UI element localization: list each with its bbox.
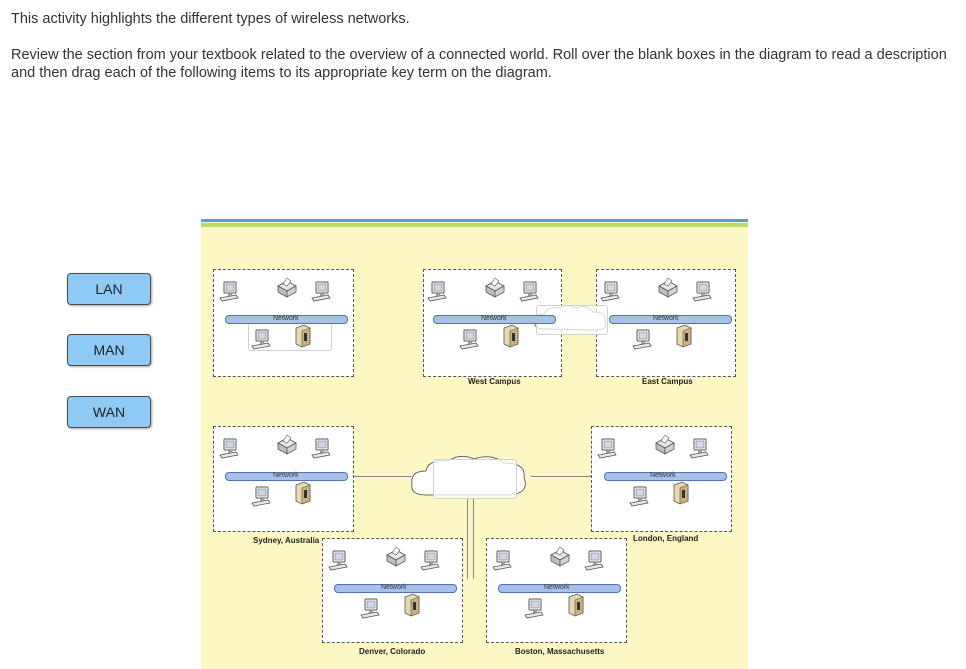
computer-icon xyxy=(219,281,239,302)
computer-icon xyxy=(692,281,712,302)
server-icon xyxy=(404,593,420,617)
computer-icon xyxy=(420,550,440,571)
instructions-text: Review the section from your textbook re… xyxy=(11,47,947,81)
computer-icon xyxy=(427,281,447,302)
intro-text: This activity highlights the different t… xyxy=(11,11,410,27)
printer-icon xyxy=(485,277,505,298)
computer-icon xyxy=(519,281,539,302)
printer-icon xyxy=(386,546,406,567)
network-label: Network xyxy=(273,472,299,479)
computer-icon xyxy=(632,329,652,350)
computer-icon xyxy=(328,550,348,571)
computer-icon xyxy=(524,598,544,619)
computer-icon xyxy=(459,329,479,350)
location-label-east: East Campus xyxy=(642,377,693,386)
network-label: Network xyxy=(650,472,676,479)
network-bus-london xyxy=(604,472,727,481)
drag-item-man[interactable]: MAN xyxy=(67,334,151,366)
drop-target-wan[interactable] xyxy=(433,459,517,499)
printer-icon xyxy=(277,434,297,455)
server-icon xyxy=(676,324,692,348)
computer-icon xyxy=(689,438,709,459)
printer-icon xyxy=(655,434,675,455)
wan-link-sydney xyxy=(349,476,411,477)
drag-item-wan[interactable]: WAN xyxy=(67,396,151,428)
server-icon xyxy=(568,593,584,617)
computer-icon xyxy=(311,438,331,459)
location-label-west: West Campus xyxy=(468,377,521,386)
diagram-top-border xyxy=(201,219,748,222)
computer-icon xyxy=(492,550,512,571)
location-label-london: London, England xyxy=(633,534,699,543)
network-bus-top-left xyxy=(225,315,348,324)
printer-icon xyxy=(658,277,678,298)
network-label: Network xyxy=(381,584,407,591)
network-bus-denver xyxy=(334,584,457,593)
network-bus-sydney xyxy=(225,472,348,481)
network-bus-boston xyxy=(498,584,621,593)
wan-link-london xyxy=(531,476,596,477)
network-diagram: Network Network Network Network Network … xyxy=(201,219,748,669)
diagram-top-accent xyxy=(201,223,748,227)
server-icon xyxy=(295,481,311,505)
computer-icon xyxy=(219,438,239,459)
location-label-boston: Boston, Massachusetts xyxy=(515,647,605,656)
server-icon xyxy=(295,324,311,348)
computer-icon xyxy=(600,281,620,302)
network-label: Network xyxy=(653,315,679,322)
server-icon xyxy=(673,481,689,505)
network-bus-east xyxy=(609,315,732,324)
computer-icon xyxy=(584,550,604,571)
computer-icon xyxy=(251,486,271,507)
wan-link-denver xyxy=(467,499,468,579)
computer-icon xyxy=(251,329,271,350)
instructions: This activity highlights the different t… xyxy=(11,10,951,82)
printer-icon xyxy=(550,546,570,567)
network-label: Network xyxy=(481,315,507,322)
wan-link-boston xyxy=(473,499,474,579)
computer-icon xyxy=(629,486,649,507)
network-label: Network xyxy=(544,584,570,591)
computer-icon xyxy=(311,281,331,302)
location-label-sydney: Sydney, Australia xyxy=(253,536,320,545)
computer-icon xyxy=(597,438,617,459)
drag-item-lan[interactable]: LAN xyxy=(67,273,151,305)
location-label-denver: Denver, Colorado xyxy=(359,647,426,656)
network-label: Network xyxy=(273,315,299,322)
computer-icon xyxy=(360,598,380,619)
server-icon xyxy=(503,324,519,348)
printer-icon xyxy=(277,277,297,298)
network-bus-west xyxy=(433,315,556,324)
